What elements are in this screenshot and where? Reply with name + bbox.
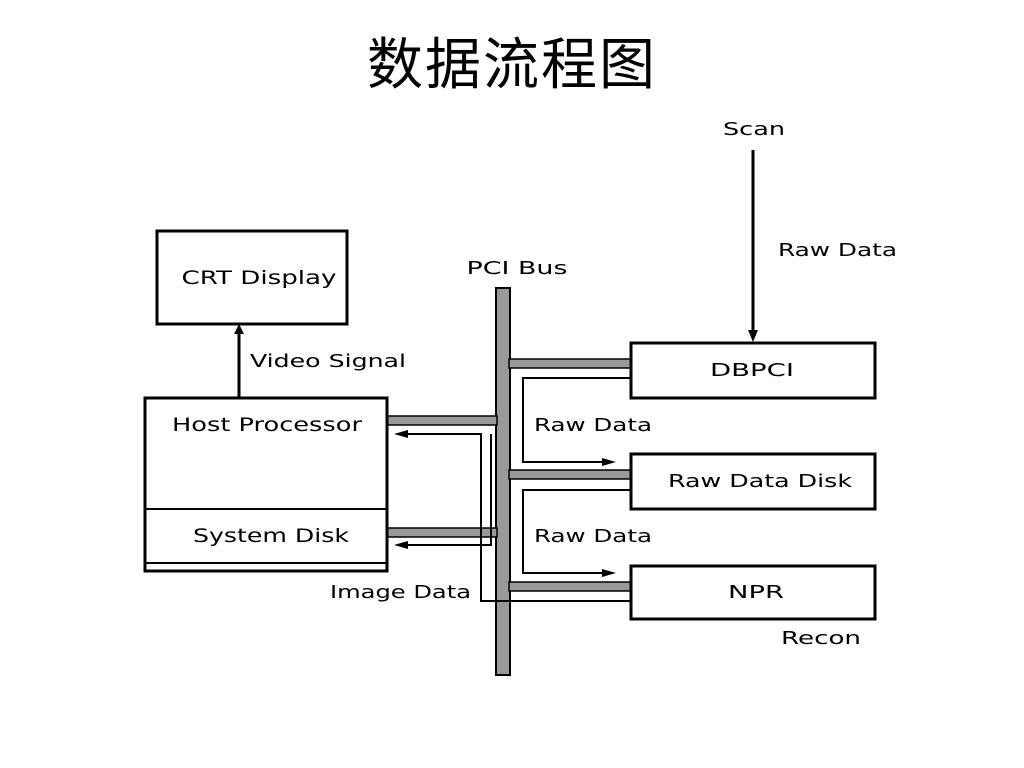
image-data-label: Image Data (330, 582, 471, 603)
bus-connector-npr (508, 581, 632, 592)
raw-data-disk-box (629, 452, 877, 511)
npr-label: NPR (728, 582, 784, 603)
npr-box (629, 564, 877, 621)
system-disk-label: System Disk (193, 525, 349, 547)
raw-data-scan-label: Raw Data (778, 240, 897, 261)
host-processor-box (143, 396, 389, 573)
bus-connector-dbpci (508, 358, 632, 369)
pci-bus-bar (495, 287, 511, 676)
raw-data-flow-1 (522, 377, 631, 463)
pci-bus-label: PCI Bus (467, 258, 568, 279)
raw-data-label-2: Raw Data (534, 526, 652, 547)
bus-connector-raw-data-disk (508, 469, 632, 480)
image-data-flow-host (400, 433, 631, 602)
dbpci-label: DBPCI (710, 360, 794, 381)
image-data-flow-disk (400, 434, 492, 546)
crt-display-box (155, 229, 349, 326)
slide-title: 数据流程图 (367, 33, 657, 98)
raw-data-label-1: Raw Data (534, 415, 652, 436)
bus-connector-host-processor (385, 415, 498, 426)
raw-data-arrow-1 (602, 458, 616, 466)
video-signal-arrowhead (234, 324, 244, 334)
image-data-arrow-disk (394, 541, 408, 549)
crt-display-label: CRT Display (182, 267, 337, 289)
image-data-arrow-host (394, 430, 408, 438)
video-signal-label: Video Signal (250, 351, 406, 372)
raw-data-disk-label: Raw Data Disk (668, 471, 853, 492)
scan-label: Scan (723, 119, 785, 140)
host-processor-label: Host Processor (172, 414, 362, 436)
raw-data-flow-2 (522, 489, 631, 574)
raw-data-arrow-2 (602, 569, 616, 577)
recon-label: Recon (781, 628, 861, 649)
dbpci-box (629, 341, 877, 400)
scan-arrowhead (748, 330, 758, 342)
